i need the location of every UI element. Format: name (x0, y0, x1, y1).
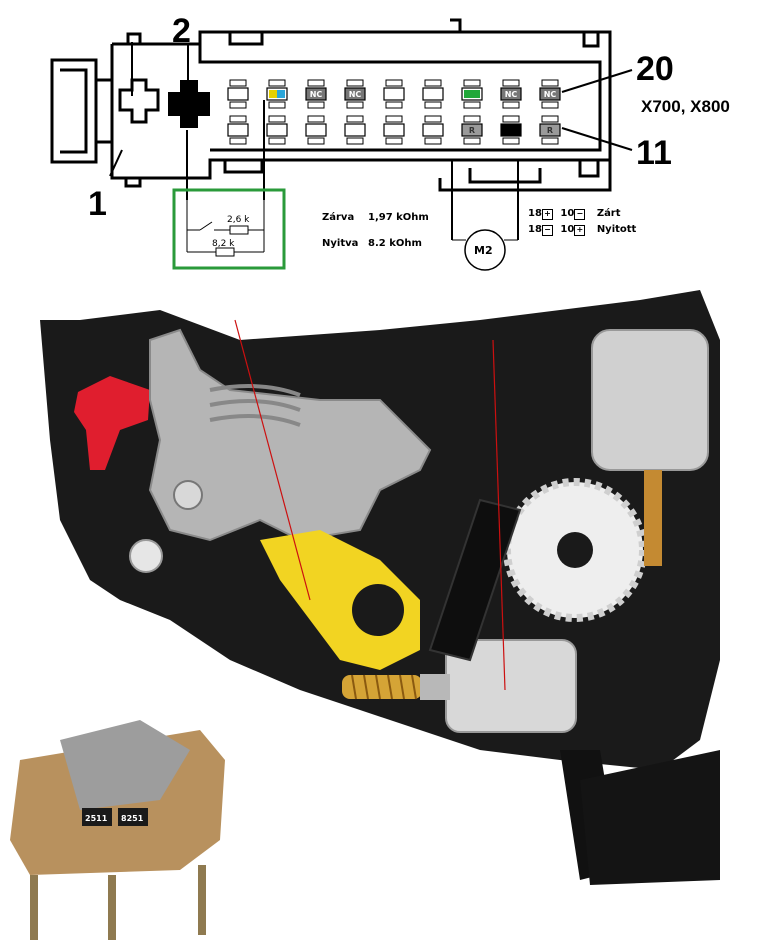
pin-stub (463, 137, 481, 145)
open-value: 8.2 kOhm (368, 238, 422, 249)
pin-stub (346, 115, 364, 123)
pin-stub (307, 101, 325, 109)
closed-label: Zárva (322, 212, 355, 223)
pin-stub (424, 79, 442, 87)
pin-stub (502, 115, 520, 123)
pin-stub (307, 115, 325, 123)
pin-text: R (469, 126, 475, 135)
pin1-cross-icon (118, 78, 160, 124)
upper-pin (539, 87, 561, 101)
upper-pin (500, 87, 522, 101)
pin-stub (502, 79, 520, 87)
models-label: X700, X800 (641, 97, 730, 116)
pin-stub (463, 115, 481, 123)
pin-stub (385, 79, 403, 87)
motor-label: M2 (474, 244, 493, 257)
polarity-row-2: 18− 10+ Nyitott (528, 224, 637, 236)
pin-stub (424, 115, 442, 123)
lock-mechanism-photo: 2511 8251 (10, 290, 720, 940)
upper-pin (305, 87, 327, 101)
leader-lines (109, 42, 633, 240)
pin-stub (229, 115, 247, 123)
closed-value: 1,97 kOhm (368, 212, 429, 223)
pin-stub (268, 79, 286, 87)
pin2-cross-icon (168, 80, 210, 128)
pin-stub (424, 101, 442, 109)
pin-stub (385, 137, 403, 145)
polarity-row-1: 18+ 10− Zárt (528, 208, 621, 220)
pin-stub (268, 115, 286, 123)
motor-symbol (464, 229, 506, 271)
connector-upper-row: NC NC NC NC (227, 79, 561, 109)
pin-color-mark (464, 90, 480, 98)
upper-pin (383, 87, 405, 101)
connector-plug-body (580, 750, 720, 885)
pin-stub (346, 79, 364, 87)
lower-pin (266, 123, 288, 137)
resistor-bottom-label: 8,2 k (212, 239, 235, 249)
lower-pin (500, 123, 522, 137)
pin-stub (268, 101, 286, 109)
pin-color-mark (277, 90, 285, 98)
pin-text: NC (544, 90, 557, 99)
pin-stub (502, 137, 520, 145)
lower-pin (344, 123, 366, 137)
black-arm (428, 498, 522, 662)
switch-resistor-2-code: 8251 (121, 814, 144, 823)
pin-stub (541, 79, 559, 87)
lower-pin (422, 123, 444, 137)
pin-text: R (547, 126, 553, 135)
switch-detail-inset (10, 720, 225, 940)
pin-stub (424, 137, 442, 145)
connector-latch (50, 58, 112, 164)
upper-pin (344, 87, 366, 101)
pin-text: NC (310, 90, 323, 99)
pin-stub (229, 101, 247, 109)
lower-pin (383, 123, 405, 137)
pin-stub (541, 101, 559, 109)
red-lever (74, 376, 150, 470)
lower-pin (461, 123, 483, 137)
resistor-top-label: 2,6 k (227, 215, 250, 225)
pin-stub (385, 101, 403, 109)
pin-stub (229, 79, 247, 87)
pin-stub (346, 137, 364, 145)
pin11-label: 11 (636, 134, 672, 172)
pin-stub (307, 79, 325, 87)
lower-pin (305, 123, 327, 137)
upper-pin (422, 87, 444, 101)
pin-text: NC (505, 90, 518, 99)
pin-stub (385, 115, 403, 123)
switch-resistor-1-code: 2511 (85, 814, 108, 823)
pin20-label: 20 (636, 50, 674, 88)
open-label: Nyitva (322, 238, 359, 249)
pin-text: NC (349, 90, 362, 99)
pin-stub (307, 137, 325, 145)
lower-pin (539, 123, 561, 137)
pin2-label: 2 (172, 12, 191, 50)
pin-stub (541, 137, 559, 145)
pin-stub (346, 101, 364, 109)
pin-stub (463, 79, 481, 87)
pin-stub (229, 137, 247, 145)
connector-body (110, 18, 612, 192)
pin1-label: 1 (88, 185, 107, 223)
springs (209, 384, 301, 427)
lower-pin (227, 123, 249, 137)
pin-stub (502, 101, 520, 109)
pin-color-mark (269, 90, 277, 98)
measurement-wires (234, 319, 506, 691)
pin-stub (541, 115, 559, 123)
upper-motor (591, 329, 709, 471)
switch-circuit-box (172, 188, 286, 270)
switch-circuit (186, 200, 265, 257)
pin-stub (268, 137, 286, 145)
pin-stub (463, 101, 481, 109)
upper-pin (227, 87, 249, 101)
